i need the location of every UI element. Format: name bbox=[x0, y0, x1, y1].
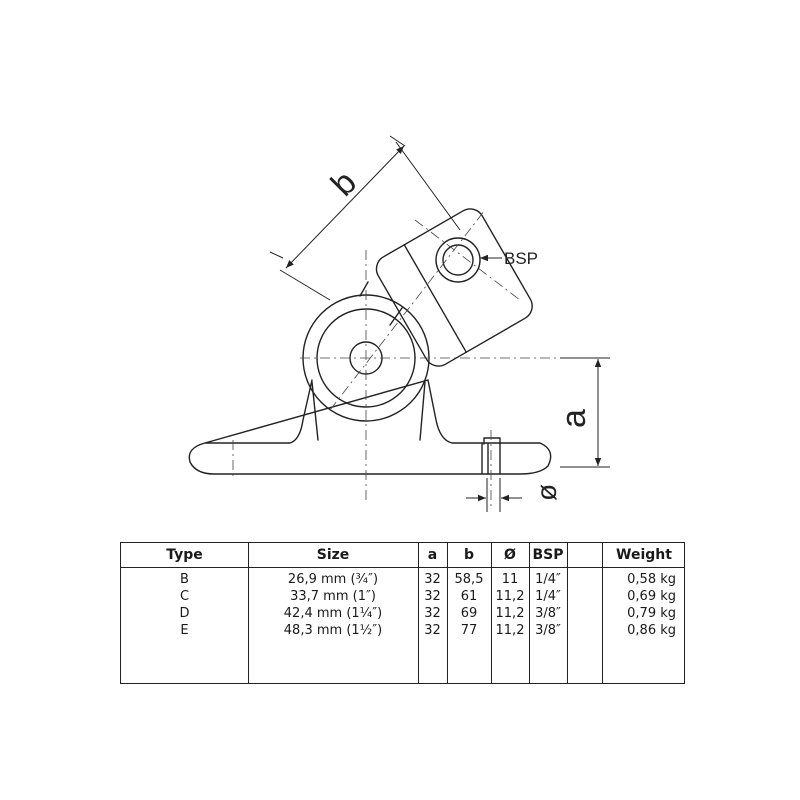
cell-size: 42,4 mm (1¼″) bbox=[283, 606, 383, 621]
cell-type: D bbox=[179, 606, 190, 621]
dim-diameter-label: ø bbox=[531, 484, 562, 501]
header-size: Size bbox=[316, 547, 350, 563]
dimension-b-line bbox=[285, 145, 405, 269]
bsp-label: BSP bbox=[504, 249, 538, 268]
header-diameter: Ø bbox=[504, 547, 516, 563]
cell-b: 58,5 bbox=[454, 572, 484, 587]
cell-type: C bbox=[179, 589, 190, 604]
cell-type: B bbox=[180, 572, 189, 587]
base-plate bbox=[188, 379, 552, 475]
cell-diameter: 11,2 bbox=[495, 623, 525, 638]
cell-weight: 0,69 kg bbox=[627, 589, 676, 604]
cell-blank bbox=[567, 605, 602, 622]
header-b: b bbox=[463, 547, 475, 563]
header-type: Type bbox=[166, 547, 203, 563]
col-divider bbox=[418, 543, 419, 683]
header-bsp: BSP bbox=[532, 547, 564, 563]
cell-size: 33,7 mm (1″) bbox=[290, 589, 376, 604]
table-row: C 33,7 mm (1″) 32 61 11,2 1/4″ 0,69 kg bbox=[121, 588, 684, 605]
col-divider bbox=[529, 543, 530, 683]
cell-diameter: 11 bbox=[501, 572, 519, 587]
col-divider bbox=[248, 543, 249, 683]
cell-diameter: 11,2 bbox=[495, 589, 525, 604]
cell-size: 26,9 mm (¾″) bbox=[287, 572, 379, 587]
col-divider bbox=[567, 543, 568, 683]
cell-b: 61 bbox=[460, 589, 478, 604]
cell-blank bbox=[567, 588, 602, 605]
cell-diameter: 11,2 bbox=[495, 606, 525, 621]
cell-blank bbox=[567, 622, 602, 639]
table-row: B 26,9 mm (¾″) 32 58,5 11 1/4″ 0,58 kg bbox=[121, 571, 684, 588]
cell-type: E bbox=[180, 623, 189, 638]
cell-weight: 0,58 kg bbox=[627, 572, 676, 587]
cell-a: 32 bbox=[424, 572, 441, 587]
header-blank bbox=[567, 543, 602, 567]
cell-size: 48,3 mm (1½″) bbox=[283, 623, 383, 638]
header-a: a bbox=[427, 547, 438, 563]
cell-a: 32 bbox=[424, 623, 441, 638]
header-weight: Weight bbox=[616, 547, 672, 563]
table-row: D 42,4 mm (1¼″) 32 69 11,2 3/8″ 0,79 kg bbox=[121, 605, 684, 622]
cell-weight: 0,86 kg bbox=[627, 623, 676, 638]
cell-blank bbox=[567, 571, 602, 588]
cell-b: 69 bbox=[460, 606, 478, 621]
col-divider bbox=[447, 543, 448, 683]
cell-a: 32 bbox=[424, 606, 441, 621]
cell-b: 77 bbox=[460, 623, 478, 638]
col-divider bbox=[602, 543, 603, 683]
dim-a-label: a bbox=[555, 409, 593, 428]
cell-a: 32 bbox=[424, 589, 441, 604]
dim-b-label: b bbox=[324, 163, 364, 203]
header-divider bbox=[121, 567, 684, 568]
cell-bsp: 3/8″ bbox=[535, 623, 561, 638]
cell-weight: 0,79 kg bbox=[627, 606, 676, 621]
tilted-socket bbox=[375, 208, 533, 367]
cell-bsp: 1/4″ bbox=[535, 572, 561, 587]
cell-bsp: 3/8″ bbox=[535, 606, 561, 621]
table-row: E 48,3 mm (1½″) 32 77 11,2 3/8″ 0,86 kg bbox=[121, 622, 684, 639]
specification-table: Type Size a b Ø BSP Weight B 26,9 mm (¾″… bbox=[120, 542, 685, 684]
bsp-hole-inner bbox=[442, 244, 474, 276]
cell-bsp: 1/4″ bbox=[535, 589, 561, 604]
col-divider bbox=[491, 543, 492, 683]
